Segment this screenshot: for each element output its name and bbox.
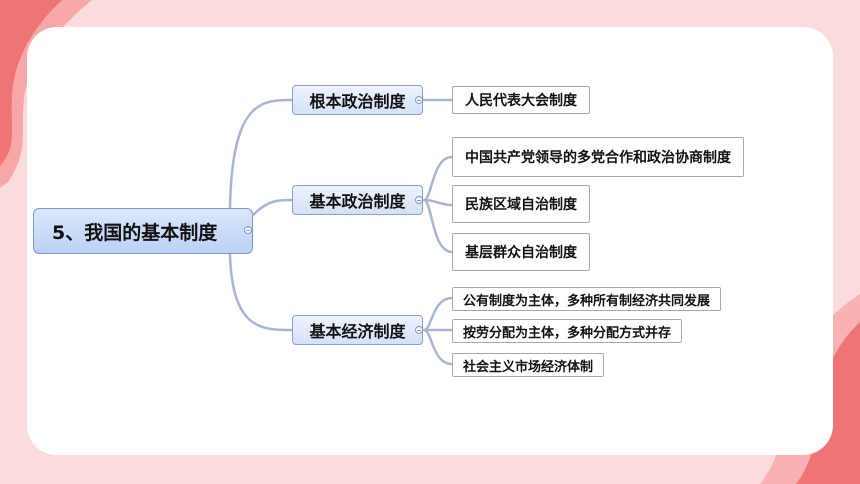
root-topic[interactable]: 5、我国的基本制度 bbox=[33, 208, 253, 254]
leaf-topic[interactable]: 社会主义市场经济体制 bbox=[452, 353, 605, 377]
leaf-topic[interactable]: 中国共产党领导的多党合作和政治协商制度 bbox=[452, 137, 744, 177]
leaf-label: 社会主义市场经济体制 bbox=[463, 359, 594, 375]
leaf-label: 基层群众自治制度 bbox=[465, 245, 577, 261]
leaf-topic[interactable]: 按劳分配为主体，多种分配方式并存 bbox=[452, 319, 683, 343]
leaf-topic[interactable]: 公有制度为主体，多种所有制经济共同发展 bbox=[452, 287, 722, 311]
branch-label: 基本经济制度 bbox=[309, 322, 406, 341]
collapse-toggle-icon[interactable] bbox=[244, 226, 252, 234]
collapse-toggle-icon[interactable] bbox=[415, 326, 423, 334]
leaf-label: 民族区域自治制度 bbox=[465, 197, 577, 213]
branch-fundamental-political-system[interactable]: 根本政治制度 bbox=[292, 85, 423, 115]
leaf-label: 人民代表大会制度 bbox=[465, 93, 577, 109]
branch-basic-political-system[interactable]: 基本政治制度 bbox=[292, 185, 423, 215]
leaf-topic[interactable]: 基层群众自治制度 bbox=[452, 233, 590, 271]
leaf-label: 中国共产党领导的多党合作和政治协商制度 bbox=[465, 150, 731, 166]
root-topic-label: 5、我国的基本制度 bbox=[52, 221, 218, 244]
leaf-label: 公有制度为主体，多种所有制经济共同发展 bbox=[463, 293, 711, 309]
branch-label: 基本政治制度 bbox=[309, 192, 406, 211]
collapse-toggle-icon[interactable] bbox=[415, 96, 423, 104]
branch-basic-economic-system[interactable]: 基本经济制度 bbox=[292, 315, 423, 345]
leaf-topic[interactable]: 民族区域自治制度 bbox=[452, 185, 590, 223]
leaf-label: 按劳分配为主体，多种分配方式并存 bbox=[463, 325, 672, 341]
leaf-topic[interactable]: 人民代表大会制度 bbox=[452, 86, 590, 114]
branch-label: 根本政治制度 bbox=[309, 92, 406, 111]
collapse-toggle-icon[interactable] bbox=[415, 196, 423, 204]
